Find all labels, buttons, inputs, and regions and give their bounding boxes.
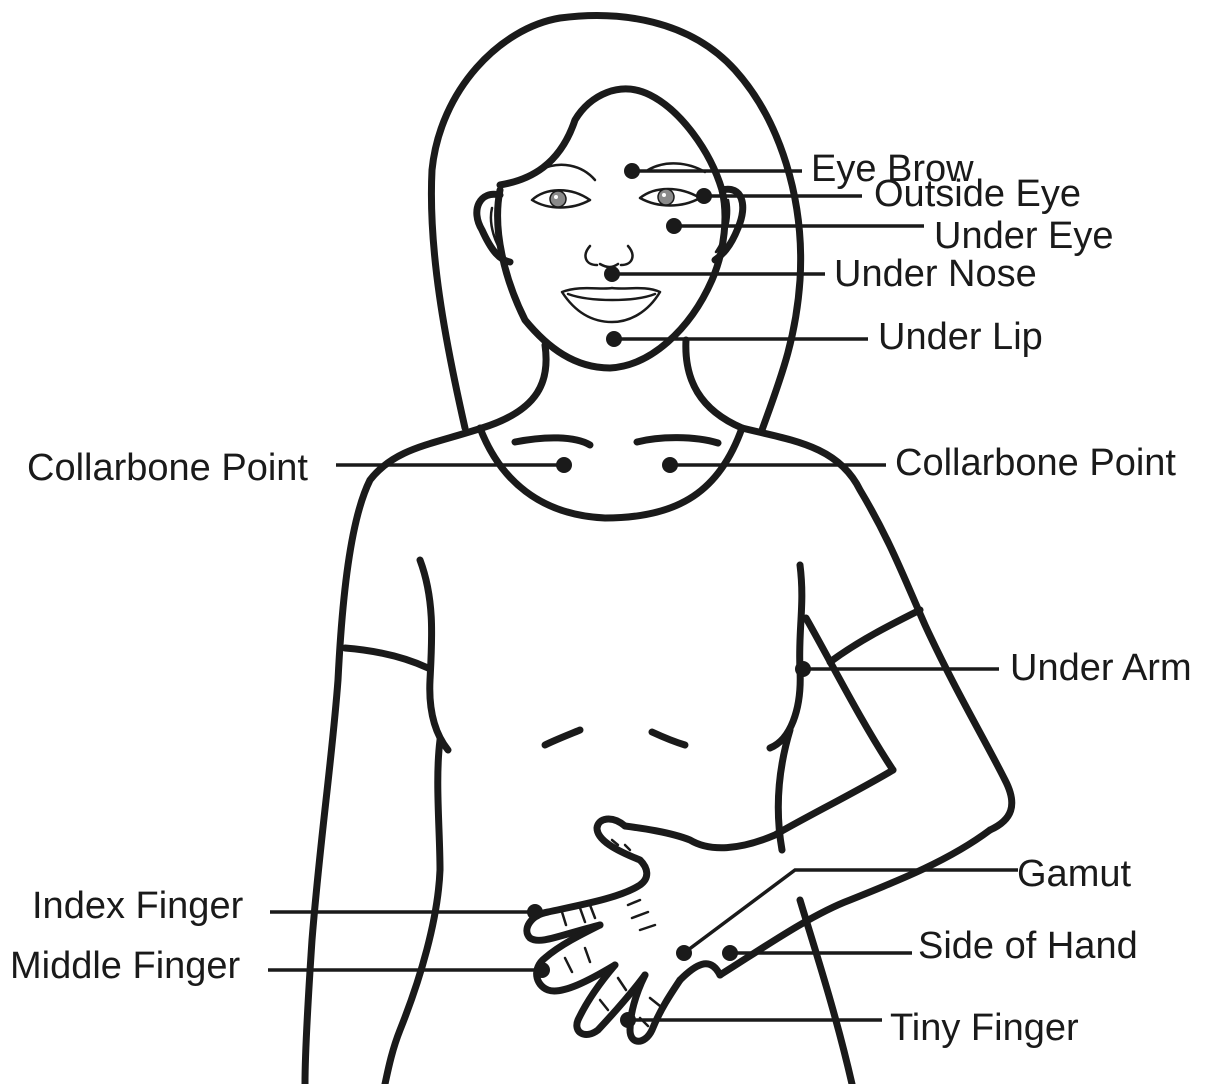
right-iris <box>658 189 674 205</box>
point-collarbone-right <box>662 457 678 473</box>
thumb <box>527 819 647 940</box>
label-middle-finger: Middle Finger <box>10 945 241 987</box>
point-gamut <box>676 945 692 961</box>
lips <box>562 288 660 322</box>
right-sleeve <box>830 610 920 662</box>
left-shoulder <box>305 428 482 1084</box>
label-under-nose: Under Nose <box>834 253 1037 295</box>
label-gamut: Gamut <box>1017 853 1131 895</box>
left-torso-line <box>420 560 448 750</box>
point-middle-finger <box>534 962 550 978</box>
point-labels: Eye Brow Outside Eye Under Eye Under Nos… <box>10 148 1192 1049</box>
left-iris <box>550 191 566 207</box>
point-collarbone-left <box>556 457 572 473</box>
point-tiny-finger <box>620 1012 636 1028</box>
label-under-lip: Under Lip <box>878 316 1043 358</box>
forearm-top <box>625 770 893 848</box>
right-hip <box>800 900 852 1084</box>
label-tiny-finger: Tiny Finger <box>890 1007 1079 1049</box>
point-eye-brow <box>624 163 640 179</box>
point-side-of-hand <box>722 945 738 961</box>
neck-right <box>686 340 742 428</box>
point-index-finger <box>527 904 543 920</box>
left-eyebrow <box>540 165 595 180</box>
label-index-finger: Index Finger <box>32 885 244 927</box>
point-under-nose <box>604 266 620 282</box>
label-side-of-hand: Side of Hand <box>918 925 1138 967</box>
hand-edge <box>680 964 720 980</box>
left-sleeve <box>345 648 428 668</box>
label-under-eye: Under Eye <box>934 215 1114 257</box>
right-inner-arm <box>806 618 893 770</box>
right-collarbone <box>637 438 718 443</box>
point-under-lip <box>606 331 622 347</box>
point-outside-eye <box>696 188 712 204</box>
hair-inner-line <box>500 89 722 190</box>
tapping-points <box>527 163 811 1028</box>
label-outside-eye: Outside Eye <box>874 173 1081 215</box>
left-ear <box>477 194 510 262</box>
label-under-arm: Under Arm <box>1010 647 1192 689</box>
right-bust-line <box>652 732 685 745</box>
point-under-arm <box>795 661 811 677</box>
label-collarbone-right: Collarbone Point <box>895 442 1176 484</box>
left-bust-line <box>545 730 580 745</box>
nose <box>586 246 633 267</box>
label-collarbone-left: Collarbone Point <box>27 447 308 489</box>
point-under-eye <box>666 218 682 234</box>
right-torso-line <box>770 565 802 748</box>
neck-left <box>482 345 546 428</box>
left-collarbone <box>515 438 590 445</box>
ring-finger <box>630 975 680 1041</box>
